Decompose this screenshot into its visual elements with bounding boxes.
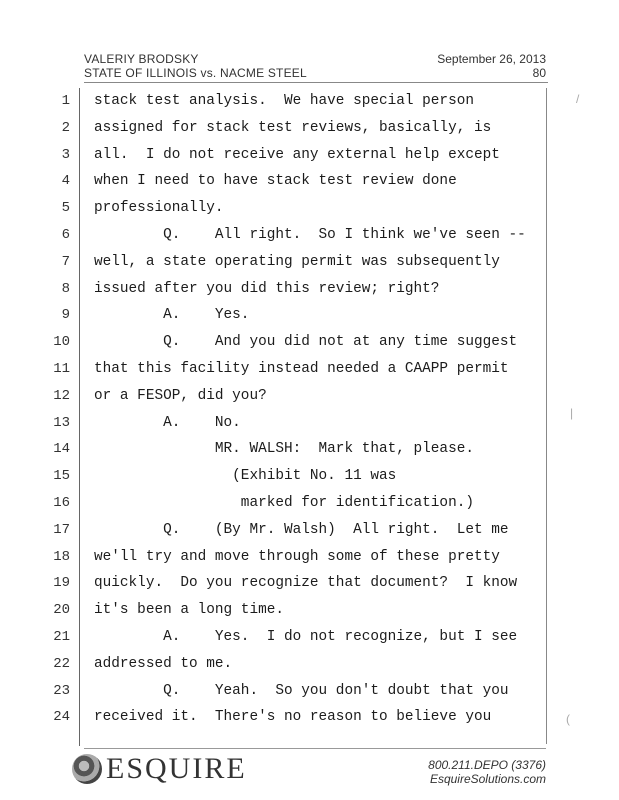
transcript-line: 13 A. No. xyxy=(0,413,619,440)
line-text: Q. Yeah. So you don't doubt that you xyxy=(94,682,509,699)
line-number: 6 xyxy=(61,226,70,243)
line-text: A. Yes. xyxy=(94,307,250,324)
witness-name: VALERIY BRODSKY xyxy=(84,52,199,66)
case-title: STATE OF ILLINOIS vs. NACME STEEL xyxy=(84,66,307,80)
line-number: 21 xyxy=(53,628,70,645)
transcript-line: 22 addressed to me. xyxy=(0,654,619,681)
line-number: 2 xyxy=(61,119,70,136)
header-left: VALERIY BRODSKY STATE OF ILLINOIS vs. NA… xyxy=(84,52,307,80)
line-text: we'll try and move through some of these… xyxy=(94,548,500,565)
header-rule xyxy=(84,82,548,83)
line-number: 15 xyxy=(53,468,70,485)
line-text: A. No. xyxy=(94,414,241,431)
transcript-line: 6 Q. All right. So I think we've seen -- xyxy=(0,225,619,252)
line-text: quickly. Do you recognize that document?… xyxy=(94,575,518,592)
line-text: issued after you did this review; right? xyxy=(94,280,440,297)
logo-emblem-icon xyxy=(72,754,102,784)
line-number: 7 xyxy=(61,253,70,270)
line-number: 20 xyxy=(53,602,70,619)
line-text: Q. (By Mr. Walsh) All right. Let me xyxy=(94,521,509,538)
transcript-line: 4 when I need to have stack test review d… xyxy=(0,171,619,198)
line-text: received it. There's no reason to believ… xyxy=(94,709,492,726)
line-text: assigned for stack test reviews, basical… xyxy=(94,119,492,136)
transcript-line: 23 Q. Yeah. So you don't doubt that you xyxy=(0,681,619,708)
line-number: 5 xyxy=(61,200,70,217)
transcript-line: 5 professionally. xyxy=(0,198,619,225)
line-number: 18 xyxy=(53,548,70,565)
line-text: or a FESOP, did you? xyxy=(94,387,267,404)
line-number: 22 xyxy=(53,655,70,672)
line-number: 1 xyxy=(61,93,70,109)
transcript-line: 7 well, a state operating permit was subs… xyxy=(0,252,619,279)
footer-contact: 800.211.DEPO (3376) EsquireSolutions.com xyxy=(428,758,546,786)
transcript-line: 14 MR. WALSH: Mark that, please. xyxy=(0,439,619,466)
line-number: 19 xyxy=(53,575,70,592)
line-text: marked for identification.) xyxy=(94,494,474,511)
transcript-line: 21 A. Yes. I do not recognize, but I see xyxy=(0,627,619,654)
line-number: 16 xyxy=(53,494,70,511)
line-text: well, a state operating permit was subse… xyxy=(94,253,500,270)
line-number: 23 xyxy=(53,682,70,699)
transcript-line: 18 we'll try and move through some of the… xyxy=(0,547,619,574)
transcript-line: 10 Q. And you did not at any time sugges… xyxy=(0,332,619,359)
transcript-line: 12 or a FESOP, did you? xyxy=(0,386,619,413)
line-text: professionally. xyxy=(94,200,224,217)
margin-mark: ( xyxy=(566,712,570,726)
footer-website: EsquireSolutions.com xyxy=(429,772,546,786)
transcript-line: 15 (Exhibit No. 11 was xyxy=(0,466,619,493)
line-text: that this facility instead needed a CAAP… xyxy=(94,360,509,377)
transcript-line: 2 assigned for stack test reviews, basica… xyxy=(0,118,619,145)
line-number: 17 xyxy=(53,521,70,538)
line-text: stack test analysis. We have special per… xyxy=(94,93,474,109)
transcript-line: 19 quickly. Do you recognize that documen… xyxy=(0,573,619,600)
line-number: 11 xyxy=(53,360,70,377)
line-number: 24 xyxy=(53,709,70,726)
line-number: 12 xyxy=(53,387,70,404)
transcript-body: 1 stack test analysis. We have special pe… xyxy=(0,91,619,734)
margin-mark: | xyxy=(570,406,574,420)
left-margin-rule xyxy=(79,88,80,746)
right-margin-rule xyxy=(546,88,547,744)
line-number: 4 xyxy=(61,173,70,190)
line-number: 14 xyxy=(53,441,70,458)
line-number: 3 xyxy=(61,146,70,163)
page-number: 80 xyxy=(532,66,546,80)
esquire-logo: ESQUIRE xyxy=(72,752,247,786)
margin-mark: / xyxy=(576,92,580,106)
line-text: addressed to me. xyxy=(94,655,233,672)
line-text: A. Yes. I do not recognize, but I see xyxy=(94,628,518,645)
transcript-line: 17 Q. (By Mr. Walsh) All right. Let me xyxy=(0,520,619,547)
transcript-line: 16 marked for identification.) xyxy=(0,493,619,520)
transcript-line: 9 A. Yes. xyxy=(0,305,619,332)
footer-phone: 800.211.DEPO (3376) xyxy=(428,758,546,772)
line-text: Q. And you did not at any time suggest xyxy=(94,334,518,351)
line-text: MR. WALSH: Mark that, please. xyxy=(94,441,474,458)
transcript-line: 3 all. I do not receive any external help… xyxy=(0,145,619,172)
logo-text: ESQUIRE xyxy=(106,752,247,785)
transcript-line: 1 stack test analysis. We have special pe… xyxy=(0,91,619,118)
line-number: 13 xyxy=(53,414,70,431)
line-text: when I need to have stack test review do… xyxy=(94,173,457,190)
line-text: all. I do not receive any external help … xyxy=(94,146,500,163)
line-number: 8 xyxy=(61,280,70,297)
line-text: (Exhibit No. 11 was xyxy=(94,468,397,485)
line-number: 10 xyxy=(53,334,70,351)
transcript-line: 8 issued after you did this review; right… xyxy=(0,279,619,306)
footer-rule xyxy=(84,748,546,749)
line-text: it's been a long time. xyxy=(94,602,284,619)
transcript-line: 11 that this facility instead needed a CA… xyxy=(0,359,619,386)
header-right: September 26, 2013 80 xyxy=(437,52,546,80)
line-text: Q. All right. So I think we've seen -- xyxy=(94,226,526,243)
deposition-date: September 26, 2013 xyxy=(437,52,546,66)
line-number: 9 xyxy=(61,307,70,324)
transcript-line: 24 received it. There's no reason to beli… xyxy=(0,707,619,734)
transcript-line: 20 it's been a long time. xyxy=(0,600,619,627)
